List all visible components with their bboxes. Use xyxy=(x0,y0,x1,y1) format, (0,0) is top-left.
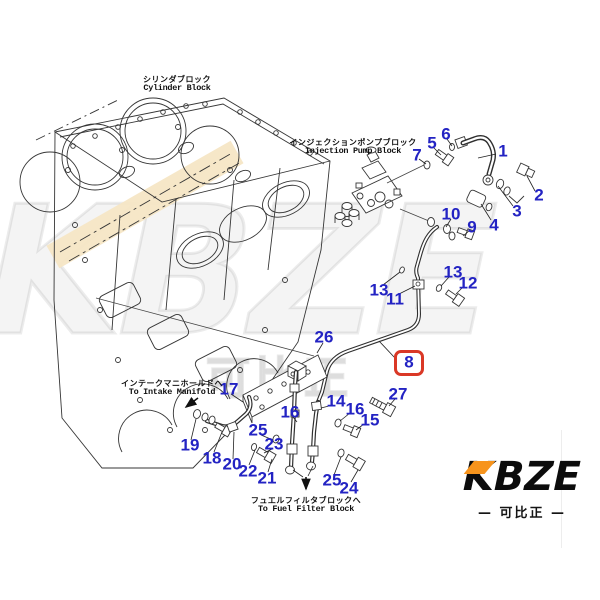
callout-16: 16 xyxy=(345,399,365,419)
injection-pump-label: インジェクションポンプブロック Injection Pump Block xyxy=(289,138,416,156)
kbze-logo: KBZE — 可比正 — xyxy=(452,454,600,521)
callout-5: 5 xyxy=(427,133,437,153)
intake-elbow-cluster xyxy=(192,394,280,464)
intake-manifold-label-en: To Intake Manifold xyxy=(128,387,216,397)
callout-13: 13 xyxy=(443,262,463,282)
callout-9: 9 xyxy=(467,217,477,237)
kbze-logo-subtext: — 可比正 — xyxy=(477,506,567,521)
highlight-box-callout-8 xyxy=(394,350,424,376)
fuel-filter-label-en: To Fuel Filter Block xyxy=(257,504,355,514)
callout-19: 19 xyxy=(180,435,200,455)
callout-24: 24 xyxy=(339,478,359,498)
callout-15: 15 xyxy=(360,410,380,430)
callout-1: 1 xyxy=(498,141,508,161)
scan-crease-line xyxy=(561,430,562,548)
fuel-filter-label-jp: フュエルフィルタブロックへ xyxy=(250,496,362,505)
fuel-filter-label: フュエルフィルタブロックへ To Fuel Filter Block xyxy=(251,496,361,514)
top-right-fittings xyxy=(423,143,536,241)
part-1-elbow-hose xyxy=(454,135,496,186)
callout-7: 7 xyxy=(412,145,422,165)
callout-4: 4 xyxy=(489,215,499,235)
intake-arrow-icon xyxy=(184,396,199,408)
callout-13: 13 xyxy=(369,280,389,300)
callout-3: 3 xyxy=(512,201,522,221)
callout-25: 25 xyxy=(322,470,342,490)
callout-14: 14 xyxy=(326,391,346,411)
callout-16: 16 xyxy=(280,402,300,422)
cylinder-block-drawing xyxy=(19,97,331,469)
lower-right-fittings xyxy=(334,396,397,472)
intake-manifold-label-jp: インテークマニホールドへ xyxy=(121,379,223,388)
cylinder-block-label: シリンダブロック Cylinder Block xyxy=(143,75,211,93)
callout-26: 26 xyxy=(314,327,334,347)
cylinder-block-label-en: Cylinder Block xyxy=(143,83,211,93)
callout-10: 10 xyxy=(441,204,461,224)
injection-pump-drawing xyxy=(334,146,403,227)
cylinder-block-label-jp: シリンダブロック xyxy=(143,75,211,84)
callout-27: 27 xyxy=(388,384,408,404)
injection-pump-label-en: Injection Pump Block xyxy=(304,146,402,156)
callout-17: 17 xyxy=(219,379,239,399)
callout-11: 11 xyxy=(386,289,404,309)
callout-18: 18 xyxy=(202,448,222,468)
callout-6: 6 xyxy=(441,124,451,144)
highlight-stripe xyxy=(46,140,244,269)
callout-2: 2 xyxy=(534,185,544,205)
pump-leader-lines xyxy=(386,164,430,222)
callout-20: 20 xyxy=(222,454,242,474)
fuel-hose-b xyxy=(306,399,323,471)
callout-23: 23 xyxy=(264,434,284,454)
callout-12: 12 xyxy=(458,273,478,293)
callout-8-highlighted: 8 xyxy=(404,352,414,372)
pipe-clamp-hardware xyxy=(399,266,466,308)
fuel-hose-a xyxy=(285,369,300,475)
callout-25: 25 xyxy=(248,420,268,440)
injection-pump-label-jp: インジェクションポンプブロック xyxy=(289,138,417,147)
callout-21: 21 xyxy=(257,468,277,488)
callout-22: 22 xyxy=(238,461,258,481)
highlight-stripe-group xyxy=(46,140,244,269)
intake-manifold-label: インテークマニホールドへ To Intake Manifold xyxy=(121,379,223,397)
part-8-fuel-pipe xyxy=(316,225,439,404)
direction-arrows xyxy=(184,396,311,491)
leader-lines xyxy=(190,138,536,483)
construction-line xyxy=(95,297,315,357)
